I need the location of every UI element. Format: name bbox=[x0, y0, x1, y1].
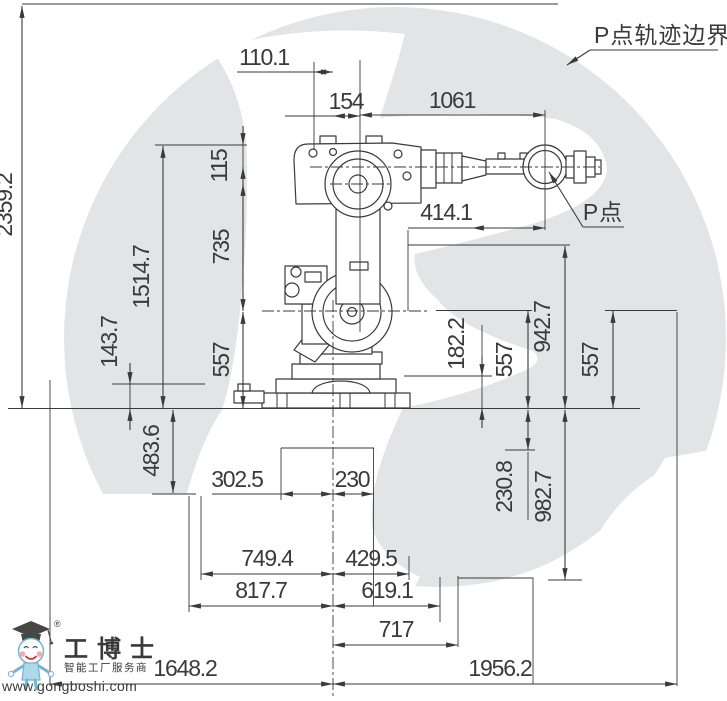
dim-text-717: 717 bbox=[379, 616, 414, 642]
mascot-tassel-dot bbox=[50, 641, 53, 645]
dim-text-1956-2: 1956.2 bbox=[468, 655, 532, 681]
dim-text-154: 154 bbox=[329, 88, 365, 114]
dim-text-817-7: 817.7 bbox=[235, 577, 287, 603]
mascot-hand-left bbox=[7, 670, 15, 678]
dim-text-230: 230 bbox=[335, 466, 370, 492]
mascot-body bbox=[21, 662, 41, 681]
dim-text-1648-2: 1648.2 bbox=[153, 655, 217, 681]
centerlines bbox=[262, 166, 600, 697]
extension-lines bbox=[8, 3, 678, 686]
logo-url-text: www.gongboshi.com bbox=[1, 678, 137, 694]
logo: ® 工博士 智能工厂服务商 www.gongboshi.com bbox=[1, 619, 163, 694]
dim-text-557-right: 557 bbox=[577, 342, 603, 377]
mascot-cheek-left bbox=[19, 651, 26, 657]
leader-p-boundary-arrow bbox=[566, 49, 591, 66]
mascot-mouth bbox=[24, 655, 38, 660]
label-p-boundary: P点轨迹边界 bbox=[594, 22, 727, 48]
dimension-texts: 2359.2 110.1 154 1061 115 414.1 735 1514… bbox=[0, 22, 727, 681]
logo-registered-mark: ® bbox=[54, 619, 61, 629]
label-p-point: P点 bbox=[583, 199, 623, 225]
dim-text-2359-2: 2359.2 bbox=[0, 173, 17, 237]
dim-text-1514-7: 1514.7 bbox=[128, 245, 154, 309]
dim-text-115: 115 bbox=[206, 149, 232, 182]
logo-mascot bbox=[7, 621, 55, 691]
dim-text-557-left: 557 bbox=[208, 342, 234, 377]
dim-text-619-1: 619.1 bbox=[361, 577, 413, 603]
dim-text-414-1: 414.1 bbox=[420, 199, 472, 225]
dim-text-483-6: 483.6 bbox=[138, 425, 164, 477]
envelope-cut-bottom-left bbox=[0, 494, 340, 701]
mascot-cheek-right bbox=[36, 651, 43, 657]
dim-text-942-7: 942.7 bbox=[529, 301, 555, 353]
dim-text-230-8: 230.8 bbox=[491, 461, 517, 513]
dim-text-557-mid: 557 bbox=[491, 342, 517, 377]
mascot-cap-tassel bbox=[47, 629, 52, 642]
dim-text-110-1: 110.1 bbox=[239, 44, 289, 70]
dim-text-302-5: 302.5 bbox=[211, 466, 263, 492]
leader-p-point-arrow bbox=[548, 171, 584, 228]
dim-text-143-7: 143.7 bbox=[96, 316, 122, 368]
mascot-legs bbox=[24, 678, 38, 691]
envelope-cut-bottom-right bbox=[577, 450, 727, 701]
mascot-arms bbox=[10, 664, 52, 675]
dim-text-182-2: 182.2 bbox=[443, 318, 469, 370]
mascot-hand-right bbox=[47, 670, 55, 678]
dim-text-982-7: 982.7 bbox=[530, 471, 556, 523]
dim-text-1061: 1061 bbox=[429, 87, 476, 113]
mascot-eyes bbox=[23, 645, 38, 649]
logo-brand-text: 工博士 bbox=[64, 636, 163, 663]
dimension-lines bbox=[19, 6, 718, 687]
robot-elbow-head bbox=[293, 135, 422, 218]
dim-text-749-4: 749.4 bbox=[241, 545, 294, 571]
logo-tagline-text: 智能工厂服务商 bbox=[64, 661, 148, 674]
dim-text-735: 735 bbox=[208, 229, 234, 264]
dim-text-429-5: 429.5 bbox=[345, 545, 397, 571]
mascot-cap-board bbox=[12, 621, 50, 637]
